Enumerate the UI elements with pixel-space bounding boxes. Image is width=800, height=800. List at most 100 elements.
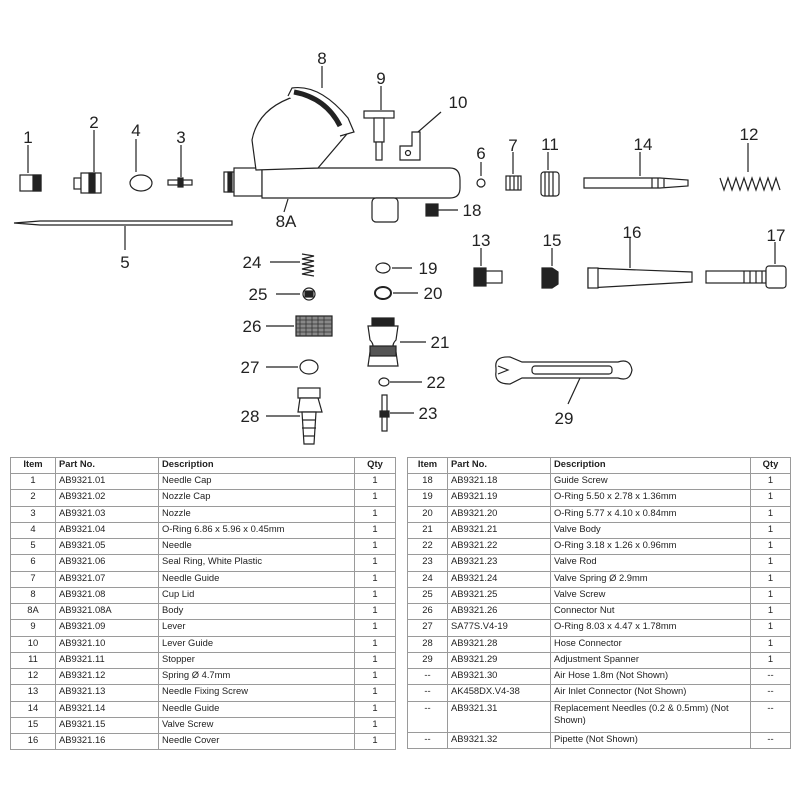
cell-item: 1 — [10, 472, 56, 491]
header-description: Description — [158, 457, 355, 474]
part-nozzle — [167, 145, 193, 188]
cell-part-no: AB9321.15 — [55, 716, 159, 735]
cell-description: O-Ring 6.86 x 5.96 x 0.45mm — [158, 521, 355, 540]
callout-10: 10 — [449, 93, 468, 112]
header-item: Item — [407, 457, 448, 474]
cell-item: 20 — [407, 505, 448, 523]
cell-part-no: AB9321.24 — [447, 570, 551, 588]
cell-part-no: AB9321.08 — [55, 586, 159, 605]
callout-26: 26 — [243, 317, 262, 336]
cell-item: 7 — [10, 570, 56, 588]
part-needle-fixing-screw — [473, 248, 503, 287]
cell-qty: 1 — [750, 489, 791, 507]
callout-7: 7 — [508, 136, 517, 155]
cell-part-no: AB9321.02 — [55, 489, 159, 507]
cell-description: Air Inlet Connector (Not Shown) — [550, 684, 751, 702]
cell-description: O-Ring 5.77 x 4.10 x 0.84mm — [550, 505, 751, 523]
part-o-ring-3-18 — [378, 377, 422, 387]
callout-11: 11 — [541, 135, 559, 154]
cell-part-no: AB9321.04 — [55, 521, 159, 540]
callout-5: 5 — [120, 253, 129, 272]
header-part-no: Part No. — [55, 457, 159, 474]
cell-description: Lever Guide — [158, 635, 355, 653]
cell-part-no: AB9321.32 — [447, 731, 551, 749]
cell-description: Cup Lid — [158, 586, 355, 605]
cell-description: Seal Ring, White Plastic — [158, 554, 355, 572]
part-connector-nut — [266, 315, 333, 337]
cell-qty: 1 — [750, 651, 791, 670]
cell-part-no: AB9321.07 — [55, 570, 159, 588]
cell-part-no: AB9321.14 — [55, 700, 159, 718]
cell-part-no: AB9321.22 — [447, 537, 551, 556]
cell-description: Pipette (Not Shown) — [550, 731, 751, 749]
cell-description: Valve Body — [550, 521, 751, 540]
cell-part-no: AB9321.25 — [447, 586, 551, 605]
cell-item: 9 — [10, 619, 56, 637]
cell-item: 15 — [10, 716, 56, 735]
cell-description: Needle — [158, 537, 355, 556]
cell-item: 26 — [407, 602, 448, 621]
cell-item: -- — [407, 700, 448, 733]
callout-8a: 8A — [276, 212, 297, 231]
header-part-no: Part No. — [447, 457, 551, 474]
part-needle-guide-long — [583, 152, 689, 189]
cell-description: Connector Nut — [550, 602, 751, 621]
cell-item: 21 — [407, 521, 448, 540]
cell-description: Hose Connector — [550, 635, 751, 653]
cell-part-no: AB9321.06 — [55, 554, 159, 572]
callout-9: 9 — [376, 69, 385, 88]
cell-qty: 1 — [750, 472, 791, 491]
part-needle — [13, 220, 233, 250]
cell-item: 13 — [10, 684, 56, 702]
part-adjustment-spanner — [495, 356, 633, 405]
part-o-ring-8-03 — [266, 359, 319, 375]
part-o-ring-5-77 — [374, 286, 418, 300]
cell-part-no: SA77S.V4-19 — [447, 619, 551, 637]
cell-description: Needle Guide — [158, 570, 355, 588]
cell-part-no: AB9321.16 — [55, 732, 159, 751]
cell-description: Adjustment Spanner — [550, 651, 751, 670]
cell-item: 12 — [10, 667, 56, 686]
callout-19: 19 — [419, 259, 438, 278]
cell-item: 16 — [10, 732, 56, 751]
callout-22: 22 — [427, 373, 446, 392]
cell-description: O-Ring 5.50 x 2.78 x 1.36mm — [550, 489, 751, 507]
part-valve-screw-small — [276, 287, 316, 301]
cell-part-no: AB9321.29 — [447, 651, 551, 670]
cell-description: Air Hose 1.8m (Not Shown) — [550, 667, 751, 686]
cell-description: O-Ring 8.03 x 4.47 x 1.78mm — [550, 619, 751, 637]
part-needle-guide — [505, 152, 522, 191]
cell-item: 4 — [10, 521, 56, 540]
cell-qty: 1 — [354, 602, 396, 621]
cell-description: Valve Screw — [158, 716, 355, 735]
cell-qty: 1 — [750, 521, 791, 540]
cell-part-no: AB9321.08A — [55, 602, 159, 621]
page-bottom-margin — [0, 752, 800, 800]
cell-qty: 1 — [750, 505, 791, 523]
cell-description: Valve Screw — [550, 586, 751, 605]
cell-qty: 1 — [750, 635, 791, 653]
cell-part-no: AB9321.13 — [55, 684, 159, 702]
cell-part-no: AB9321.20 — [447, 505, 551, 523]
cell-part-no: AB9321.31 — [447, 700, 551, 733]
part-guide-screw — [425, 203, 458, 217]
part-spring — [719, 143, 781, 192]
cell-qty: 1 — [750, 602, 791, 621]
cell-part-no: AB9321.11 — [55, 651, 159, 670]
cell-item: 3 — [10, 505, 56, 523]
cell-qty: -- — [750, 700, 791, 733]
part-needle-cover — [587, 238, 693, 289]
part-valve-spring — [270, 253, 315, 277]
table-header-row: Item Part No. Description Qty — [407, 457, 791, 474]
